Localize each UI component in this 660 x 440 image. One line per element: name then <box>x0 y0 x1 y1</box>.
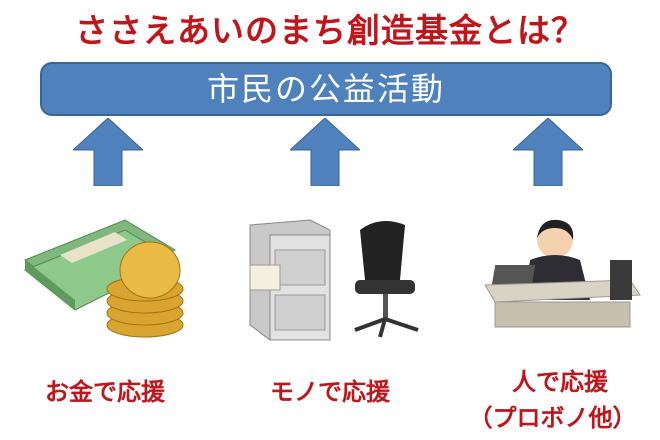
support-label-money: お金で応援 <box>45 378 165 406</box>
support-label-goods: モノで応援 <box>270 378 390 406</box>
up-arrow-icon <box>290 118 360 186</box>
civic-activity-banner: 市民の公益活動 <box>40 62 612 116</box>
page-title: ささえあいのまち創造基金とは？ <box>75 11 585 50</box>
up-arrow-icon <box>513 118 583 186</box>
cabinet-chair-icon <box>249 219 419 341</box>
money-coins-icon <box>24 219 184 338</box>
up-arrow-icon <box>73 118 143 186</box>
office-worker-icon <box>484 219 641 328</box>
support-label-people: 人で応援 <box>512 368 608 396</box>
support-sublabel-probono: （プロボノ他） <box>468 404 637 432</box>
